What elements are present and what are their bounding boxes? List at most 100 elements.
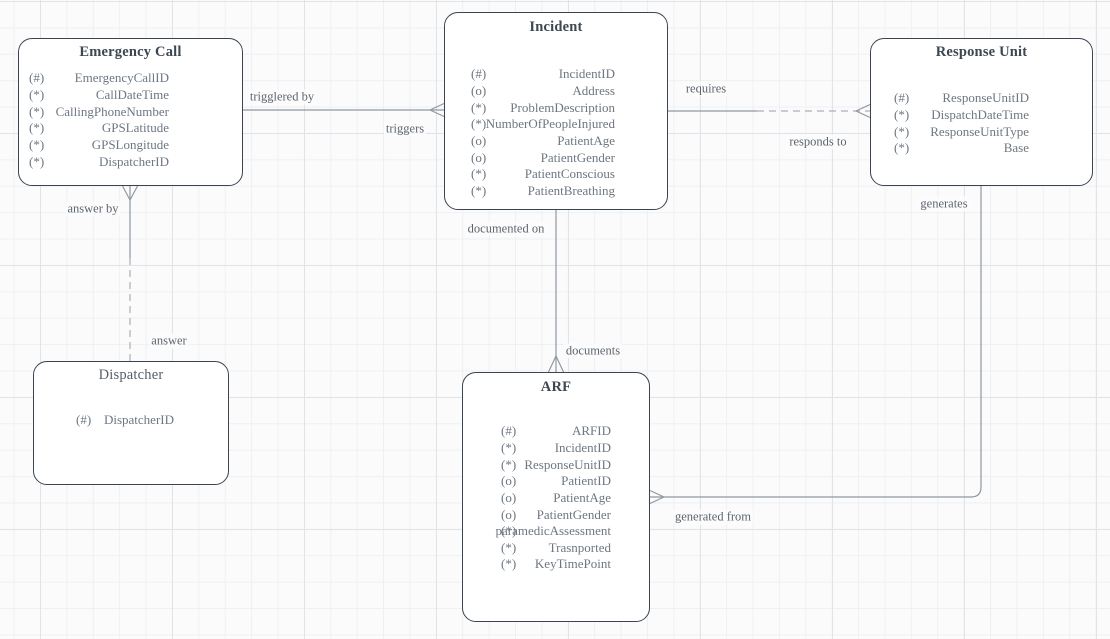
attribute-prefix: (*) <box>501 539 517 555</box>
attribute-prefix: (#) <box>894 90 910 106</box>
attribute-row: (*)PatientBreathing <box>445 182 667 199</box>
attribute-name: GPSLongitude <box>91 136 169 152</box>
attribute-list: (#)IncidentID(o)Address(*)ProblemDescrip… <box>445 66 667 199</box>
attribute-row: (o) PatientID <box>463 473 649 490</box>
attribute-row: (*)paramedicAssessment <box>463 523 649 540</box>
attribute-prefix: (*) <box>471 116 487 132</box>
entity-title: Incident <box>529 19 583 35</box>
edge-label-responds-to[interactable]: responds to <box>787 134 849 150</box>
attribute-prefix: (*) <box>894 106 910 122</box>
attribute-row: (*) DispatchDateTime <box>871 107 1092 124</box>
attribute-row: (#) DispatcherID <box>34 412 228 429</box>
attribute-prefix: (*) <box>29 86 45 102</box>
attribute-prefix: (*) <box>29 120 45 136</box>
attribute-row: (*)GPSLongitude <box>19 137 242 154</box>
attribute-row: (#) ARFID <box>463 423 649 440</box>
attribute-row: (o)PatientAge <box>445 133 667 150</box>
connector-incident-arf[interactable] <box>547 210 565 373</box>
attribute-row: (o)PatientGender <box>445 149 667 166</box>
attribute-prefix: (#) <box>501 423 517 439</box>
entity-dispatcher[interactable]: Dispatcher (#) DispatcherID <box>33 361 229 485</box>
attribute-row: (*) KeyTimePoint <box>463 556 649 573</box>
entity-title: Response Unit <box>935 44 1028 60</box>
attribute-name: Base <box>1003 140 1029 156</box>
edge-label-generates[interactable]: generates <box>918 196 970 212</box>
attribute-prefix: (*) <box>29 153 45 169</box>
attribute-row: (*) IncidentID <box>463 440 649 457</box>
attribute-prefix: (*) <box>471 166 487 182</box>
attribute-row: (*) ProblemDescription <box>445 99 667 116</box>
attribute-name: PatientGender <box>540 149 615 165</box>
attribute-row: (*) GPSLatitude <box>19 120 242 137</box>
connector-emergencycall-incident[interactable] <box>243 102 445 118</box>
entity-arf[interactable]: ARF (#)ARFID(*)IncidentID(*)ResponseUnit… <box>462 372 650 622</box>
entity-response-unit[interactable]: Response Unit (#) ResponseUnitID (*) Dispat… <box>870 38 1093 186</box>
attribute-name: DispatcherID <box>98 153 169 169</box>
attribute-prefix: (o) <box>471 132 487 148</box>
attribute-name: PatientGender <box>536 506 611 522</box>
attribute-row: (o)Address <box>445 83 667 100</box>
edge-label-requires[interactable]: requires <box>683 81 729 97</box>
entity-emergency-call[interactable]: Emergency Call (#)EmergencyCallID(*)Call… <box>18 38 243 186</box>
attribute-name: CallingPhoneNumber <box>55 103 169 119</box>
attribute-prefix: (*) <box>29 103 45 119</box>
attribute-prefix: (#) <box>29 70 45 86</box>
attribute-row: (*) DispatcherID <box>19 153 242 170</box>
attribute-prefix: (#) <box>471 66 487 82</box>
attribute-prefix: (o) <box>501 489 517 505</box>
attribute-list: (#)ARFID(*)IncidentID(*)ResponseUnitID(o… <box>463 423 649 573</box>
edge-label-trigglered-by[interactable]: trigglered by <box>247 89 317 105</box>
attribute-name: ResponseUnitID <box>524 456 611 472</box>
attribute-name: PatientAge <box>553 489 611 505</box>
attribute-name: paramedicAssessment <box>495 523 611 539</box>
attribute-name: DispatchDateTime <box>931 106 1029 122</box>
attribute-row: (*)NumberOfPeopleInjured <box>445 116 667 133</box>
edge-label-generated-from[interactable]: generated from <box>672 509 754 525</box>
attribute-prefix: (o) <box>471 82 487 98</box>
edge-label-documents[interactable]: documents <box>563 343 623 359</box>
attribute-name: ProblemDescription <box>510 99 615 115</box>
edge-label-answer-by[interactable]: answer by <box>65 201 121 217</box>
attribute-prefix: (*) <box>501 456 517 472</box>
attribute-prefix: (o) <box>501 473 517 489</box>
attribute-name: KeyTimePoint <box>534 556 611 572</box>
attribute-row: (#) EmergencyCallID <box>19 70 242 87</box>
attribute-name: IncidentID <box>558 66 615 82</box>
attribute-row: (*)Trasnported <box>463 539 649 556</box>
attribute-name: PatientID <box>561 473 611 489</box>
attribute-prefix: (*) <box>501 523 517 539</box>
attribute-name: PatientBreathing <box>527 182 615 198</box>
attribute-name: ARFID <box>571 423 611 439</box>
attribute-name: ResponseUnitID <box>942 90 1029 106</box>
attribute-name: IncidentID <box>554 439 611 455</box>
attribute-prefix: (*) <box>501 556 517 572</box>
attribute-list: (#)EmergencyCallID(*)CallDateTime(*)Call… <box>19 70 242 170</box>
connector-incident-responseunit[interactable] <box>668 103 871 119</box>
connector-emergencycall-dispatcher[interactable] <box>121 185 139 361</box>
attribute-row: (o) PatientAge <box>463 490 649 507</box>
attribute-name: ResponseUnitType <box>930 123 1029 139</box>
attribute-prefix: (#) <box>76 412 92 428</box>
attribute-name: DispatcherID <box>103 412 174 428</box>
edge-label-documented-on[interactable]: documented on <box>465 221 547 237</box>
attribute-row: (#) IncidentID <box>445 66 667 83</box>
entity-incident[interactable]: Incident (#)IncidentID(o)Address(*)Probl… <box>444 12 668 210</box>
attribute-row: (*) CallingPhoneNumber <box>19 103 242 120</box>
attribute-prefix: (*) <box>894 123 910 139</box>
attribute-prefix: (*) <box>501 439 517 455</box>
attribute-row: (*)CallDateTime <box>19 87 242 104</box>
attribute-name: EmergencyCallID <box>74 70 169 86</box>
attribute-list: (#) ResponseUnitID (*) DispatchDateTime (*) R… <box>871 90 1092 157</box>
attribute-list: (#) DispatcherID <box>34 412 228 429</box>
edge-label-triggers[interactable]: triggers <box>383 121 427 137</box>
entity-title: Dispatcher <box>98 367 164 383</box>
attribute-name: GPSLatitude <box>101 120 169 136</box>
connector-responseunit-arf[interactable] <box>649 186 982 505</box>
edge-label-answer[interactable]: answer <box>149 333 189 349</box>
entity-title: Emergency Call <box>79 44 182 60</box>
attribute-name: PatientConscious <box>524 166 615 182</box>
attribute-row: (o)PatientGender <box>463 506 649 523</box>
attribute-prefix: (*) <box>894 140 910 156</box>
attribute-prefix: (*) <box>471 99 487 115</box>
